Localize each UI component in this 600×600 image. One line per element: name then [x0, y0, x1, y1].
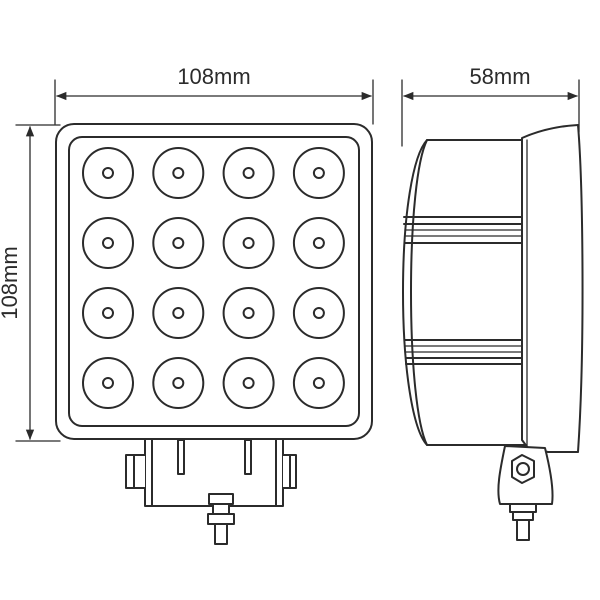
led-lens: [222, 217, 275, 269]
side-view: 58mm: [401, 64, 584, 541]
led-lens: [292, 147, 345, 199]
led-lens: [82, 287, 134, 339]
width-dimension: 108mm: [54, 64, 374, 125]
side-front-bezel: [521, 124, 584, 453]
depth-label: 58mm: [469, 64, 530, 89]
cooling-fins: [403, 216, 528, 365]
lamp-housing-outer: [55, 123, 373, 440]
led-lens: [152, 147, 205, 199]
lamp-housing-inner: [68, 136, 360, 427]
led-grid: [82, 147, 345, 409]
side-bracket: [497, 445, 554, 541]
led-lens: [222, 287, 275, 339]
led-lens: [152, 357, 205, 409]
height-dimension: 108mm: [0, 124, 61, 442]
led-lens: [292, 357, 345, 409]
led-lens: [82, 147, 134, 199]
height-label: 108mm: [0, 246, 22, 319]
led-lens: [292, 287, 345, 339]
mounting-bolt: [207, 493, 235, 545]
side-housing-body: [402, 139, 528, 446]
led-lens: [82, 357, 134, 409]
led-lens: [222, 147, 275, 199]
led-lens: [152, 217, 205, 269]
led-lens: [152, 287, 205, 339]
led-lens: [222, 357, 275, 409]
depth-dimension: 58mm: [401, 64, 580, 147]
led-lens: [82, 217, 134, 269]
width-label: 108mm: [177, 64, 250, 89]
led-lens: [292, 217, 345, 269]
front-view: 108mm 108mm: [0, 64, 374, 545]
